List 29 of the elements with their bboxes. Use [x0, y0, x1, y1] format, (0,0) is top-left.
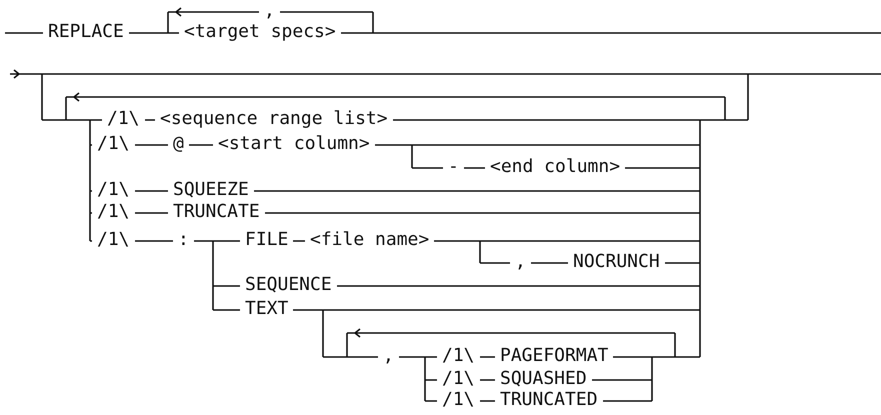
repeat-limit: /1\ [107, 109, 140, 129]
repeat-limit: /1\ [97, 230, 130, 250]
keyword: SEQUENCE [245, 275, 332, 295]
keyword: PAGEFORMAT [500, 346, 608, 366]
keyword: FILE [245, 230, 288, 250]
repeat-limit: /1\ [97, 180, 130, 200]
keyword: SQUEEZE [173, 180, 249, 200]
separator: , [515, 252, 526, 272]
symbol: @ [173, 134, 184, 154]
symbol: - [448, 157, 459, 177]
keyword: TRUNCATE [173, 202, 260, 222]
syntax-variable: <start column> [218, 134, 370, 154]
symbol: : [178, 230, 189, 250]
syntax-variable: <target specs> [184, 22, 336, 42]
separator: , [383, 346, 394, 366]
syntax-variable: <file name> [310, 230, 430, 250]
repeat-limit: /1\ [442, 369, 475, 389]
keyword: NOCRUNCH [573, 252, 660, 272]
repeat-limit: /1\ [442, 390, 475, 410]
separator: , [264, 1, 275, 21]
keyword: SQUASHED [500, 369, 587, 389]
repeat-limit: /1\ [97, 134, 130, 154]
keyword: REPLACE [48, 22, 124, 42]
keyword: TRUNCATED [500, 390, 598, 410]
keyword: TEXT [245, 299, 288, 319]
repeat-limit: /1\ [97, 202, 130, 222]
syntax-variable: <sequence range list> [160, 109, 388, 129]
repeat-limit: /1\ [442, 346, 475, 366]
syntax-variable: <end column> [490, 157, 620, 177]
